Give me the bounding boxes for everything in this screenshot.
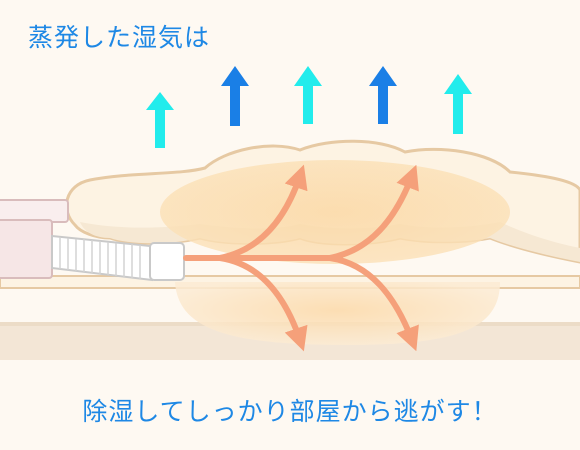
heated-zone-upper — [160, 160, 510, 264]
airflow-up-left — [217, 164, 308, 261]
caption-dehumidify: 除湿してしっかり部屋から逃がす！ — [82, 397, 498, 426]
airflow-up-right — [327, 164, 419, 261]
airflow-down-right — [327, 255, 419, 352]
up-arrow-icon — [369, 66, 397, 124]
up-arrow-icon — [294, 66, 322, 124]
up-arrow-icon — [221, 66, 249, 126]
futon-dryer-unit — [0, 199, 69, 279]
moisture-arrows — [146, 66, 472, 148]
up-arrow-icon — [444, 74, 472, 134]
airflow-down-left — [217, 255, 308, 352]
airflow-arrows — [183, 164, 419, 352]
dryer-hose — [51, 234, 185, 282]
caption-moisture-evaporates: 蒸発した湿気は — [28, 23, 211, 52]
up-arrow-icon — [146, 92, 174, 148]
